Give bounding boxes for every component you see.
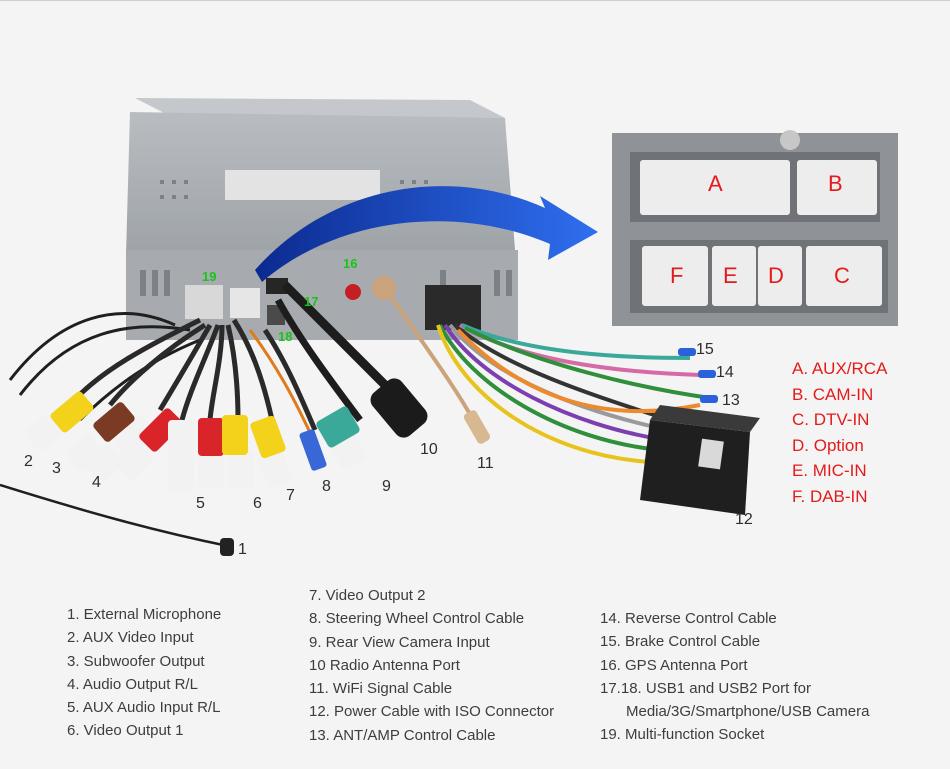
radio-antenna-plug (370, 378, 428, 438)
legend-column-3: 14. Reverse Control Cable 15. Brake Cont… (600, 607, 869, 747)
callout-19: 19 (202, 269, 216, 284)
plug-b-housing (797, 160, 877, 215)
microphone-plug (220, 538, 234, 556)
connector-legend-item: A. AUX/RCA (792, 359, 888, 378)
plug-f-housing (642, 246, 708, 306)
connector-legend-item: F. DAB-IN (792, 486, 868, 506)
callout-8: 8 (322, 478, 331, 495)
plug-label-e: E (723, 263, 738, 288)
plug-d-housing (758, 246, 802, 306)
callout-14: 14 (716, 364, 734, 381)
legend-item: Media/3G/Smartphone/USB Camera (626, 703, 870, 721)
legend-item: 5. AUX Audio Input R/L (67, 699, 221, 717)
callout-13: 13 (722, 392, 740, 409)
callout-6: 6 (253, 495, 262, 512)
plug-label-f: F (670, 263, 683, 288)
callout-3: 3 (52, 460, 61, 477)
legend-item: 3. Subwoofer Output (67, 652, 205, 670)
callout-12: 12 (735, 511, 753, 528)
legend-item: 7. Video Output 2 (309, 587, 426, 604)
legend-item: 16. GPS Antenna Port (600, 656, 748, 674)
plug-label-b: B (828, 171, 843, 196)
plug-c-housing (806, 246, 882, 306)
callout-2: 2 (24, 453, 33, 470)
legend-item: 17.18. USB1 and USB2 Port for (600, 679, 811, 697)
iso-connector (640, 405, 760, 515)
legend-item: 1. External Microphone (67, 606, 222, 623)
callout-9: 9 (382, 478, 391, 495)
legend-item: 9. Rear View Camera Input (309, 633, 490, 651)
connector-legend-item: B. CAM-IN (792, 384, 874, 404)
legend-item: 6. Video Output 1 (67, 722, 184, 740)
plug-a-housing (640, 160, 790, 215)
callout-16: 16 (343, 256, 357, 271)
connector-legend-item: C. DTV-IN (792, 410, 870, 429)
callout-17: 17 (304, 294, 318, 309)
legend-item: 12. Power Cable with ISO Connector (309, 703, 555, 721)
legend-item: 15. Brake Control Cable (600, 633, 761, 651)
legend-item: 19. Multi-function Socket (600, 726, 765, 744)
plug-e-housing (712, 246, 756, 306)
connector-zoom-panel: A B F E D C (612, 130, 898, 326)
callout-11: 11 (477, 455, 494, 472)
callout-1: 1 (238, 541, 247, 558)
callout-7: 7 (286, 487, 295, 504)
callout-4: 4 (92, 474, 101, 491)
legend-item: 14. Reverse Control Cable (600, 610, 777, 627)
legend-item: 13. ANT/AMP Control Cable (309, 726, 496, 744)
callout-18: 18 (278, 329, 292, 344)
callout-15: 15 (696, 341, 714, 358)
legend-column-1: 1. External Microphone 2. AUX Video Inpu… (67, 603, 221, 743)
plug-label-c: C (834, 263, 850, 288)
plug-label-d: D (768, 263, 784, 288)
callout-10: 10 (420, 441, 438, 458)
wiring-diagram: A B F E D C (0, 98, 898, 558)
connector-legend: A. AUX/RCA B. CAM-IN C. DTV-IN D. Option… (792, 356, 887, 509)
zoom-arrow (255, 186, 598, 282)
rca-plugs (25, 391, 367, 491)
callout-5: 5 (196, 495, 205, 512)
top-border (0, 0, 950, 1)
connector-legend-item: E. MIC-IN (792, 461, 867, 480)
legend-item: 4. Audio Output R/L (67, 675, 198, 693)
connector-legend-item: D. Option (792, 435, 864, 455)
plug-label-a: A (708, 171, 723, 196)
legend-column-2: 7. Video Output 2 8. Steering Wheel Cont… (309, 584, 554, 747)
legend-item: 11. WiFi Signal Cable (309, 680, 453, 698)
iso-harness-wires (436, 323, 711, 464)
legend-item: 2. AUX Video Input (67, 629, 194, 647)
legend-item: 8. Steering Wheel Control Cable (309, 610, 525, 628)
legend-item: 10 Radio Antenna Port (309, 656, 460, 674)
control-wire-tips (678, 348, 718, 403)
